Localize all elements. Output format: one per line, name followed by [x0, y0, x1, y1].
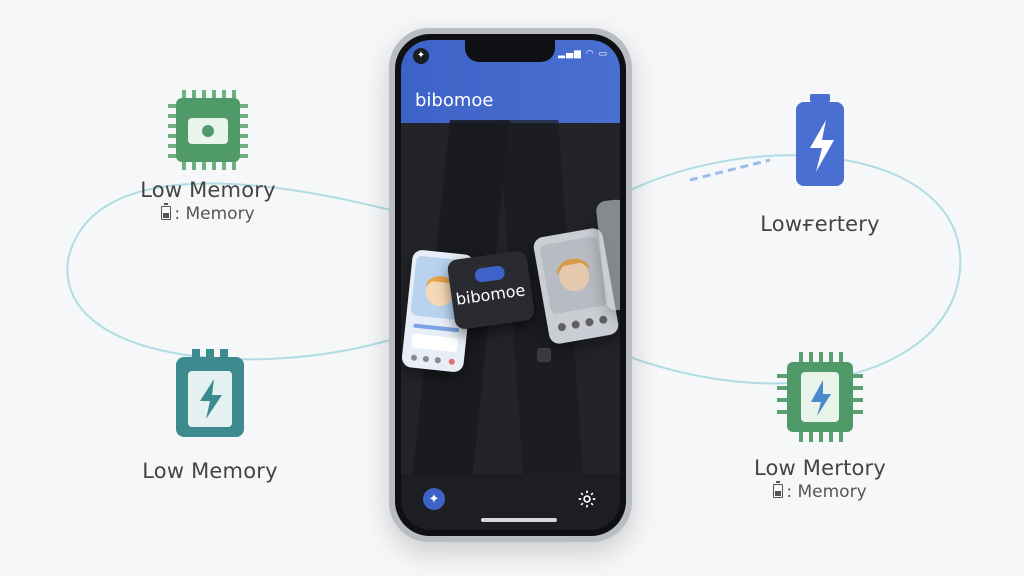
character-thumbnail-icon — [540, 236, 608, 332]
feature-label: Low Mertory — [753, 456, 887, 480]
battery-icon — [796, 94, 844, 186]
settings-button[interactable] — [576, 488, 598, 510]
small-app-icon[interactable] — [537, 348, 551, 362]
battery-chip-icon — [777, 352, 863, 442]
feature-low-memory-3: Low Mertory : Memory — [740, 350, 900, 502]
app-header: ✦ ▂▄▆ ◠ ▭ bibomoe — [401, 40, 620, 123]
feature-low-memory-1: Low Memory : Memory — [128, 82, 288, 224]
phone-bezel: ✦ ▂▄▆ ◠ ▭ bibomoe — [395, 34, 626, 536]
phone-device: ✦ ▂▄▆ ◠ ▭ bibomoe — [389, 28, 632, 542]
phone-notch — [465, 40, 555, 62]
feature-low-battery: Lowғertery — [740, 92, 900, 236]
battery-small-icon — [161, 203, 172, 220]
gear-icon — [578, 490, 596, 508]
battery-small-icon — [773, 481, 784, 498]
app-title: bibomoe — [415, 90, 494, 111]
feature-sublabel: : Memory — [773, 481, 867, 502]
feature-sublabel: : Memory — [161, 203, 255, 224]
app-logo-icon: ✦ — [413, 48, 429, 64]
bottom-bar: ✦ — [401, 474, 620, 530]
home-indicator[interactable] — [481, 518, 557, 522]
feature-label: Low Memory — [142, 459, 278, 483]
battery-chip-icon — [176, 349, 244, 437]
status-icons: ▂▄▆ ◠ ▭ — [558, 49, 608, 59]
app-card[interactable]: bibomoe — [446, 249, 536, 331]
chip-icon — [168, 90, 248, 170]
preview-card-right[interactable] — [532, 226, 620, 346]
app-card-icon — [473, 264, 506, 284]
home-nav-button[interactable]: ✦ — [423, 488, 445, 510]
phone-screen: ✦ ▂▄▆ ◠ ▭ bibomoe — [401, 40, 620, 530]
feature-label: Low Memory — [140, 178, 276, 202]
app-card-title: bibomoe — [454, 280, 527, 309]
feature-label: Lowғertery — [760, 212, 880, 236]
feature-low-memory-2: Low Memory — [130, 345, 290, 483]
